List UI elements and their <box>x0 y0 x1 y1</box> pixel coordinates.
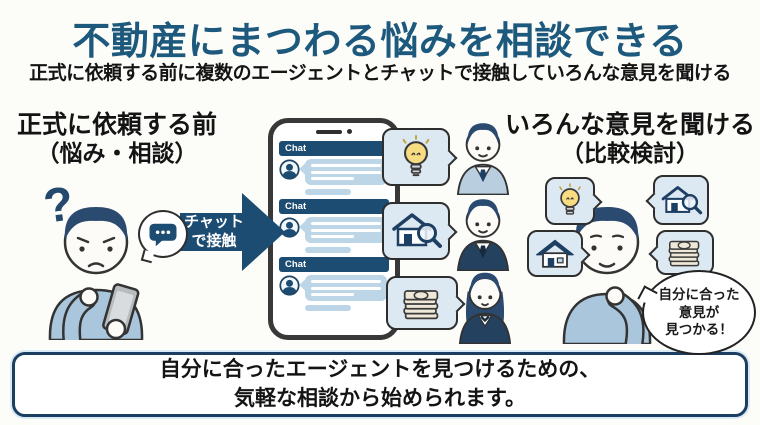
idea-bubble-2 <box>382 202 450 260</box>
chat-message-bubble <box>305 275 387 301</box>
lightbulb-icon <box>402 135 430 177</box>
right-section-heading: いろんな意見を聞ける （比較検討） <box>504 110 756 168</box>
thinking-bubble <box>138 210 188 258</box>
phone-camera-dot <box>347 129 352 134</box>
arrow-label: チャット で接触 <box>184 213 244 249</box>
smartphone-frame: Chat Chat <box>268 118 400 340</box>
chat-window-title: Chat <box>279 141 389 156</box>
idea-bubble-1 <box>382 128 450 186</box>
house-search-icon <box>392 213 442 248</box>
chat-window-1: Chat <box>279 141 389 195</box>
chat-avatar-icon <box>279 159 300 180</box>
chat-window-title: Chat <box>279 257 389 272</box>
chat-message-bubble <box>305 159 387 185</box>
chat-avatar-icon <box>279 275 300 296</box>
chat-message-short <box>305 189 351 195</box>
page-title: 不動産にまつわる悩みを相談できる <box>72 21 688 63</box>
footer-message-box: 自分に合ったエージェントを見つけるための、 気軽な相談から始められます。 <box>12 352 748 417</box>
worried-person-illustration <box>48 207 144 340</box>
right-arrow-icon <box>180 193 285 271</box>
chat-window-2: Chat <box>279 199 389 253</box>
money-icon <box>403 289 439 319</box>
left-section-heading: 正式に依頼する前 （悩み・相談） <box>6 110 228 168</box>
found-opinion-bubble: 自分に合った 意見が 見つかる！ <box>642 270 756 355</box>
house-icon <box>536 239 574 268</box>
phone-speaker <box>316 129 342 134</box>
agent-avatar-female <box>458 272 512 344</box>
found-bubble-line3: 見つかる！ <box>665 322 733 338</box>
right-money-bubble <box>656 230 714 275</box>
agent-avatar-male-1 <box>456 123 510 195</box>
chat-avatar-icon <box>279 217 300 238</box>
left-heading-text: 正式に依頼する前 <box>16 111 217 139</box>
chat-message-bubble <box>305 217 387 243</box>
house-search-icon <box>661 185 703 214</box>
found-bubble-line1: 自分に合った <box>658 287 740 303</box>
right-lightbulb-bubble <box>545 177 595 225</box>
money-icon <box>668 240 700 267</box>
chat-dots-icon <box>149 223 177 246</box>
right-subheading-text: （比較検討） <box>561 140 699 166</box>
right-house-search-bubble <box>653 175 709 225</box>
agent-avatar-male-2 <box>456 199 510 271</box>
lightbulb-icon <box>559 183 581 215</box>
footer-line1: 自分に合ったエージェントを見つけるための、 <box>159 358 601 382</box>
right-heading-text: いろんな意見を聞ける <box>504 111 755 139</box>
page-subtitle: 正式に依頼する前に複数のエージェントとチャットで接触していろんな意見を聞ける <box>29 63 731 84</box>
found-bubble-line2: 意見が <box>678 304 720 320</box>
chat-window-3: Chat <box>279 257 389 311</box>
chat-message-short <box>305 247 351 253</box>
right-house-bubble <box>527 230 583 277</box>
phone-notch <box>273 129 395 134</box>
chat-window-title: Chat <box>279 199 389 214</box>
left-subheading-text: （悩み・相談） <box>36 140 198 166</box>
footer-line2: 気軽な相談から始められます。 <box>234 386 526 410</box>
idea-bubble-3 <box>386 276 458 330</box>
chat-contact-arrow: チャット で接触 <box>180 193 286 271</box>
chat-message-short <box>305 305 351 311</box>
